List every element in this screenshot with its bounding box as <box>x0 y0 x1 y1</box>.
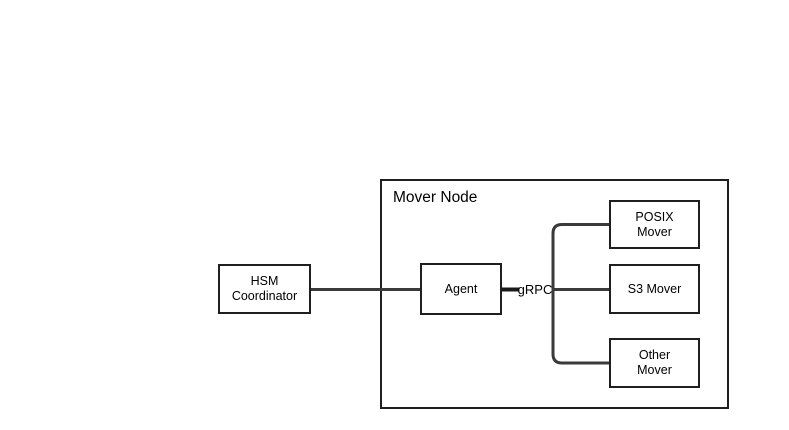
node-other-mover-label-line2: Mover <box>637 363 672 377</box>
node-s3-mover-label: S3 Mover <box>627 281 682 296</box>
node-s3-mover: S3 Mover <box>609 264 700 314</box>
mover-node-title: Mover Node <box>393 189 478 206</box>
node-other-mover-label-line1: Other <box>638 348 671 362</box>
node-hsm-coordinator-label-line1: HSM <box>250 274 279 288</box>
node-posix-mover-label-line2: Mover <box>637 224 672 239</box>
node-agent-label: Agent <box>444 281 478 296</box>
node-posix-mover-label-line1: POSIX <box>635 209 674 224</box>
node-posix-mover: POSIX Mover <box>609 200 700 249</box>
node-other-mover: Other Mover <box>609 338 700 388</box>
grpc-edge-label: gRPC <box>517 282 553 297</box>
node-agent: Agent <box>420 263 502 315</box>
node-hsm-coordinator: HSM Coordinator <box>218 264 311 314</box>
node-hsm-coordinator-label-line2: Coordinator <box>231 289 298 303</box>
